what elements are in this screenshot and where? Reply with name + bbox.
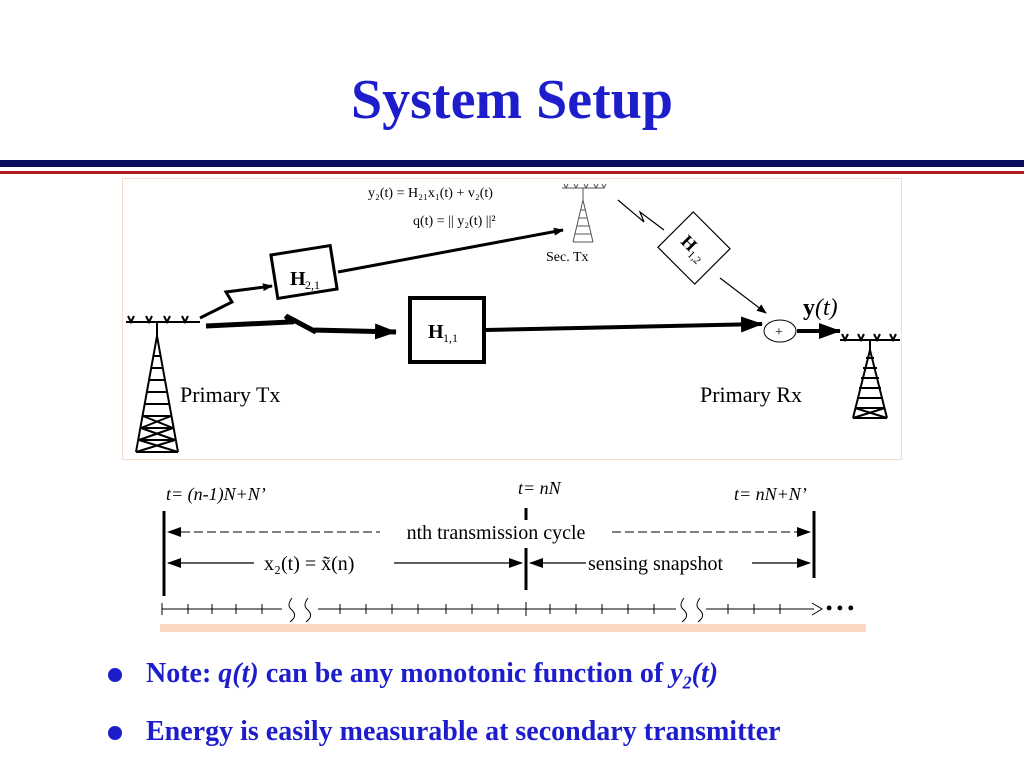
bullet-list: Note: q(t) can be any monotonic function… [108,660,781,776]
title-rule-red [0,171,1024,174]
adder-node [763,319,797,343]
timeline-start-label: t= (n-1)N+N’ [166,484,266,505]
link-h12-to-adder [719,277,767,314]
diagram-frame [122,178,902,460]
title-rule-dark [0,160,1024,167]
h11-block: H 1,1 [408,296,486,364]
link-h21-to-sectx [337,227,564,274]
secondary-tx-label: Sec. Tx [546,250,589,265]
primary-rx-label: Primary Rx [700,382,802,407]
h21-block: H 2,1 [269,243,339,301]
snapshot-label: sensing snapshot [588,553,723,575]
bullet-note: Note: q(t) can be any monotonic function… [108,660,781,718]
bullet-energy: Energy is easily measurable at secondary… [108,718,781,776]
x2-label: x₂(t) = x̃(n) [264,553,354,575]
slide-title: System Setup [350,69,674,131]
adder-symbol: + [775,325,783,340]
timeline-underline-band [160,624,866,632]
secondary-tx-tower-icon [562,183,607,243]
svg-text:1,1: 1,1 [443,331,458,345]
bullet-dot [108,726,122,740]
equation-q: q(t) = || y₂(t) ||² [413,214,496,229]
link-h11-to-adder [485,316,763,333]
timeline-mid-label: t= nN [518,478,562,498]
output-y-label: y(t) [803,295,838,321]
timeline-ellipsis: • • • [826,598,854,618]
signal-to-h11 [205,313,397,340]
svg-text:H: H [428,321,444,343]
primary-tx-tower-icon [126,315,200,453]
svg-text:H: H [290,268,306,290]
bullet-dot [108,668,122,682]
cycle-label: nth transmission cycle [407,522,586,544]
signal-sectx-to-h12 [617,199,665,231]
primary-tx-label: Primary Tx [180,382,280,407]
svg-text:2,1: 2,1 [305,278,320,292]
timeline-end-label: t= nN+N’ [734,484,807,504]
equation-y2: y₂(t) = H₂₁x₁(t) + v₂(t) [368,186,493,201]
time-axis [161,597,823,623]
primary-rx-tower-icon [840,333,900,419]
h12-block: H 1,2 [657,211,731,285]
signal-to-h21 [199,283,273,320]
